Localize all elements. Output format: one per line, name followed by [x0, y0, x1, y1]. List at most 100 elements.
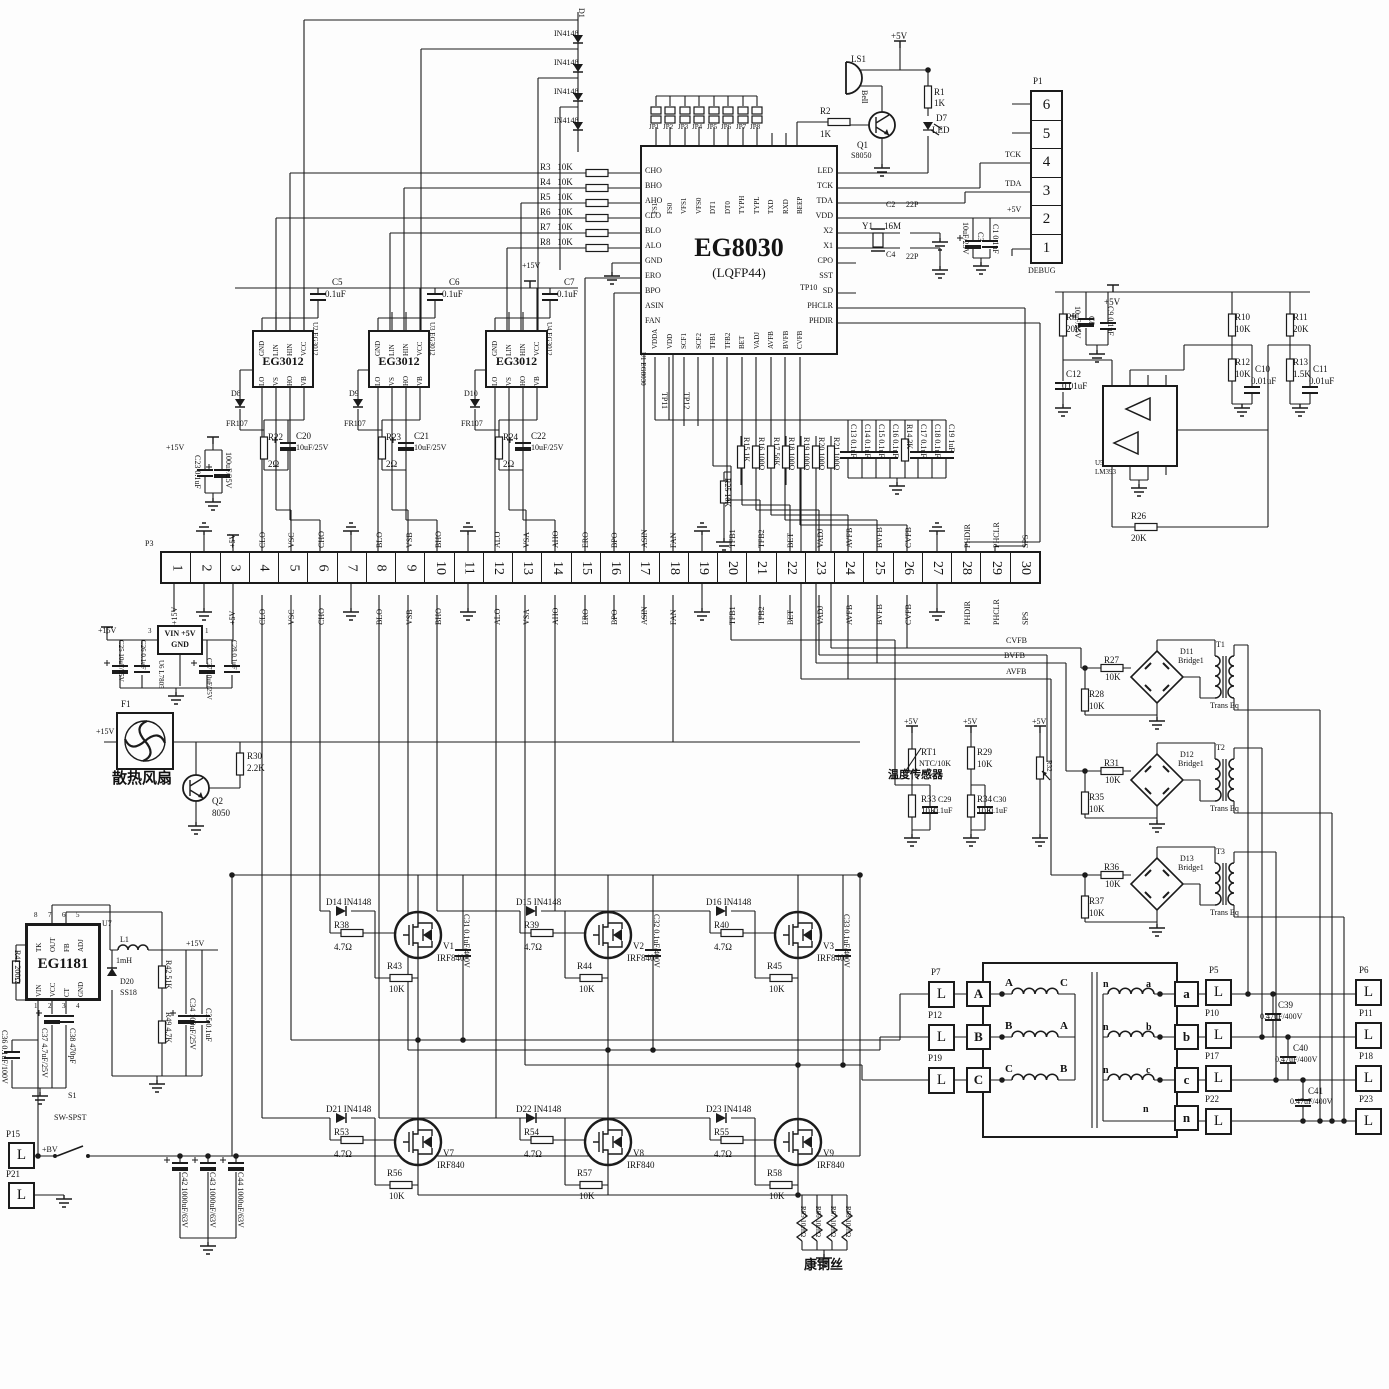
xfmr-terminal-c: c [1174, 1067, 1199, 1093]
c37: C37 4.7uF/25V [40, 1028, 49, 1078]
eg8030-pin-bpo: BPO [645, 286, 661, 295]
r30: R30 [247, 751, 263, 761]
eg8030-pin-fs1: FS1 [651, 202, 659, 214]
d10v: FR107 [461, 419, 483, 428]
strip-botlabel-tfb1: TFB1 [727, 606, 737, 625]
q2: Q2 [212, 796, 223, 806]
eg3012-pin-lo: LO [374, 376, 382, 386]
c23: C23 0.1uF [193, 455, 202, 489]
eg8030-pin-bet: BET [738, 335, 746, 349]
jp1: JP1 [649, 123, 660, 131]
u6-line2: GND [171, 640, 189, 649]
d22: D22 IN4148 [516, 1104, 562, 1114]
strip-pin-15: 15 [572, 553, 601, 582]
wind-sb: b [1146, 1022, 1152, 1033]
wind-c2: C [1005, 1063, 1013, 1075]
strip-pin-number: 27 [930, 560, 946, 575]
wind-c1: C [1060, 977, 1068, 989]
r11: R11 [1293, 312, 1308, 322]
t2v: Trans Eq [1210, 804, 1239, 813]
p1-pin-2: 2 [1032, 206, 1061, 235]
eg3012-pin-lin: LIN [388, 344, 396, 356]
strip-toplabel-blo: BLO [375, 532, 385, 548]
r56v: 10K [389, 1191, 405, 1201]
u6-ref: U6 L7805 [157, 660, 165, 689]
eg3012-pin-hin: HIN [286, 343, 294, 356]
strip-pin-26: 26 [894, 553, 923, 582]
strip-pin-23: 23 [806, 553, 836, 582]
strip-pin-number: 24 [842, 560, 858, 575]
d20: D20 [120, 977, 134, 986]
u6-pin3: 3 [148, 627, 152, 635]
eg8030-pin-bho: BHO [645, 181, 662, 190]
r21: R21 100Ω [832, 437, 841, 471]
line-port: L [928, 981, 955, 1008]
p19-ref: P19 [928, 1053, 943, 1063]
eg8030-pin-cvfb: CVFB [796, 330, 804, 349]
eg8030-pin-bvfb: BVFB [781, 330, 790, 349]
strip-pin-number: 6 [315, 564, 331, 571]
ic-eg3012-u4: EG3012 [485, 330, 548, 388]
c21v: 10uF/25V [414, 443, 447, 452]
jp2: JP2 [663, 123, 674, 131]
v7v: IRF840 [437, 1160, 465, 1170]
c5: C5 [332, 277, 343, 287]
xfmr-terminal-a: a [1174, 981, 1199, 1007]
r30v: 2.2K [247, 763, 265, 773]
cvfb: CVFB [1006, 636, 1027, 645]
r54: R54 [524, 1127, 540, 1137]
strip-botlabel-alo: ALO [492, 608, 502, 625]
c15: C15 0.1uF [877, 424, 886, 458]
r43v: 10K [389, 984, 405, 994]
r44: R44 [577, 961, 593, 971]
eg8030-name: EG8030 [694, 233, 784, 262]
strip-toplabel-bpo: BPO [610, 532, 620, 548]
eg8030-pin-asin: ASIN [645, 301, 664, 310]
eg1181-pin-gnd: GND [77, 981, 85, 997]
p1-pin-1: 1 [1042, 239, 1051, 256]
c12v: 0.01uF [1062, 381, 1088, 391]
strip-pin-number: 9 [403, 564, 419, 571]
c29: C29 [938, 795, 952, 804]
eg8030-pin-tfb2: TFB2 [723, 332, 732, 349]
eg8030-pin-vdda: VDDA [651, 328, 659, 349]
strip-toplabel-cvfb: CVFB [903, 527, 913, 548]
eg8030-pin-vadj: VADJ [752, 332, 761, 349]
strip-pin-number: 19 [695, 560, 711, 575]
r49: R49 4.7K [164, 1012, 173, 1044]
line-port: L [1355, 979, 1382, 1006]
strip-toplabel-vsb: VSB [404, 532, 414, 548]
strip-pin-16: 16 [601, 553, 631, 582]
strip-pin-21: 21 [747, 553, 777, 582]
c33: C33 0.1uF/400V [842, 914, 851, 968]
s1v: SW-SPST [54, 1113, 87, 1122]
u7-ref: U7 [102, 919, 112, 928]
eg8030-pin-scf1: SCF1 [680, 333, 688, 349]
strip-pin-2: 2 [191, 553, 221, 582]
eg8030-pin-rxd: RXD [781, 199, 790, 214]
p10-ref: P10 [1205, 1008, 1220, 1018]
eg8030-pin-ero: ERO [645, 271, 661, 280]
eg1181-name: EG1181 [37, 956, 89, 972]
c21: C21 [414, 431, 430, 441]
r54v: 4.7Ω [524, 1149, 542, 1159]
c4v: 22P [906, 252, 919, 261]
strip-pin-number: 10 [432, 560, 448, 575]
r1: R1 [934, 87, 945, 97]
buzzer: Bell [860, 90, 869, 104]
strip-pin-10: 10 [425, 553, 455, 582]
strip-pin-number: 28 [959, 560, 975, 575]
strip-pin-30: 30 [1011, 553, 1039, 582]
p5v-q1: +5V [891, 31, 908, 41]
bvfb: BVFB [1004, 651, 1025, 660]
q1: Q1 [857, 140, 868, 150]
eg8030-pin-avfb: AVFB [767, 331, 775, 349]
t2: T2 [1216, 743, 1225, 752]
p17-ref: P17 [1205, 1051, 1220, 1061]
strip-botlabel-sps: SPS [1021, 611, 1031, 625]
c42: C42 1000uF/63V [180, 1172, 189, 1228]
r40v: 4.7Ω [714, 942, 732, 952]
c3: C3 [976, 232, 985, 242]
r39v: 4.7Ω [524, 942, 542, 952]
strip-pin-18: 18 [660, 553, 689, 582]
